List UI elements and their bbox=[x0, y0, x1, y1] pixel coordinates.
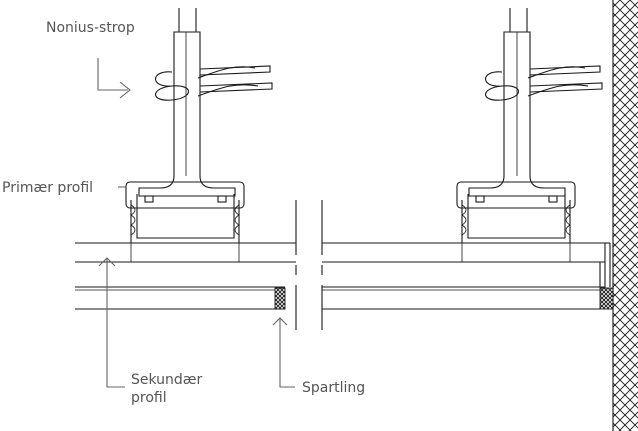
wall-hatch bbox=[613, 0, 638, 431]
hanger-assembly-right bbox=[468, 8, 603, 197]
spartling-leader bbox=[279, 318, 295, 388]
joint-filler bbox=[274, 287, 286, 310]
spartling-arrow bbox=[272, 317, 288, 326]
break-lines bbox=[295, 200, 323, 330]
label-spartling: Spartling bbox=[302, 380, 365, 396]
nonius-strap-left bbox=[138, 31, 236, 197]
spring-clip-right bbox=[484, 71, 520, 101]
profile-bracket-right bbox=[456, 181, 576, 209]
label-sekundaer-profil-line1: Sekundær bbox=[131, 372, 203, 388]
label-primaer-profil: Primær profil bbox=[2, 180, 93, 196]
leaders bbox=[97, 58, 295, 388]
nonius-strop-arrow bbox=[119, 81, 131, 99]
nonius-strop-leader bbox=[97, 58, 128, 91]
primary-profile-right bbox=[456, 181, 576, 262]
secondary-profile bbox=[75, 242, 611, 288]
wall-joint-filler bbox=[599, 287, 614, 310]
wall bbox=[612, 0, 638, 431]
sekundaer-profil-arrow bbox=[98, 257, 116, 267]
primary-profile-left bbox=[125, 181, 245, 262]
hanger-assembly-left bbox=[138, 8, 273, 197]
label-sekundaer-profil-line2: profil bbox=[131, 390, 167, 406]
wall-angle bbox=[570, 242, 606, 288]
profile-bracket-left bbox=[125, 181, 245, 209]
sekundaer-profil-leader bbox=[106, 258, 125, 388]
ceiling-board bbox=[75, 286, 614, 310]
label-nonius-strop: Nonius-strop bbox=[46, 20, 135, 36]
spring-clip-left bbox=[154, 71, 190, 101]
